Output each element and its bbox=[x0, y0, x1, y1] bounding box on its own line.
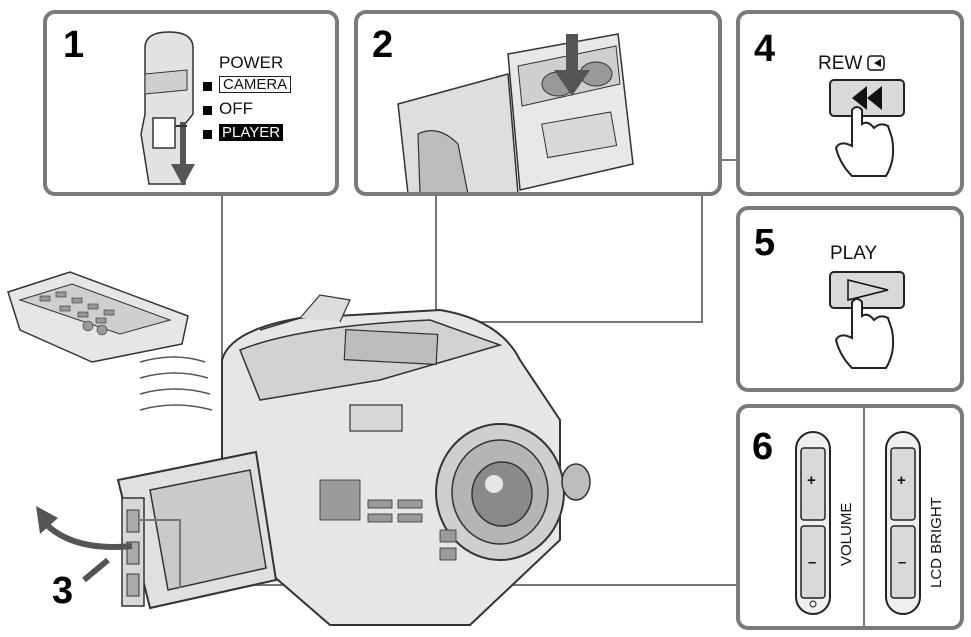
step-panel-6: 6 + – + – VOLUME LCD BRIGHT bbox=[736, 404, 964, 630]
step-panel-1: 1 POWER CAMERA OFF PLAYER bbox=[43, 10, 339, 196]
power-label: POWER bbox=[219, 53, 284, 72]
volume-lcd-controls bbox=[795, 408, 921, 626]
step-panel-5: 5 PLAY bbox=[736, 206, 964, 392]
lcd-panel bbox=[116, 450, 278, 610]
step-number-4: 4 bbox=[754, 28, 776, 70]
off-label: OFF bbox=[219, 99, 253, 118]
camera-label: CAMERA bbox=[219, 76, 292, 93]
lcd-bright-label: LCD BRIGHT bbox=[928, 497, 945, 588]
off-marker bbox=[203, 106, 212, 115]
volume-label: VOLUME bbox=[838, 502, 855, 566]
step-panel-4: 4 REW bbox=[736, 10, 964, 196]
remote-control bbox=[7, 271, 189, 363]
step-number-3: 3 bbox=[52, 570, 74, 612]
player-label: PLAYER bbox=[219, 124, 284, 141]
lcd-plus: + bbox=[897, 472, 906, 489]
play-button bbox=[829, 271, 905, 369]
volume-plus: + bbox=[807, 472, 816, 489]
step-number-6: 6 bbox=[752, 426, 774, 468]
step-number-2: 2 bbox=[372, 24, 394, 66]
lcd-minus: – bbox=[898, 554, 907, 571]
volume-minus: – bbox=[808, 554, 817, 571]
power-switch-icon bbox=[140, 31, 195, 186]
camera-marker bbox=[203, 82, 212, 91]
player-marker bbox=[203, 130, 212, 139]
rew-label: REW bbox=[818, 53, 863, 74]
play-label: PLAY bbox=[830, 243, 878, 264]
ir-waves bbox=[139, 356, 213, 411]
step-number-1: 1 bbox=[63, 24, 85, 66]
step-panel-2: 2 bbox=[354, 10, 722, 196]
rew-button bbox=[829, 55, 905, 177]
step-number-5: 5 bbox=[754, 222, 776, 264]
cassette-insert-icon bbox=[397, 33, 634, 192]
